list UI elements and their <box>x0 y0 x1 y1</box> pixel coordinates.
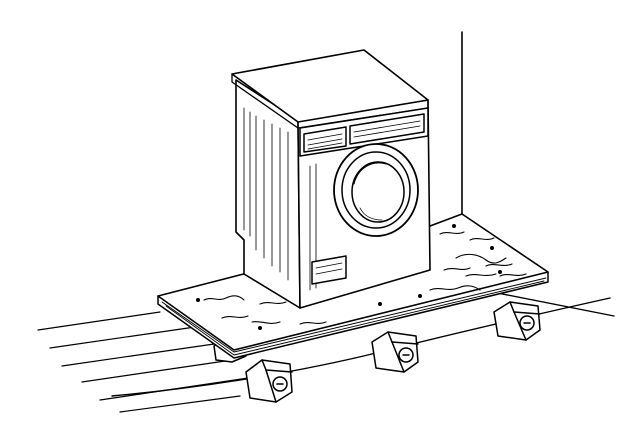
control-panel <box>299 107 429 157</box>
machine-door <box>333 143 419 237</box>
program-display <box>349 113 425 145</box>
detergent-drawer <box>303 126 347 153</box>
machine-side-shading <box>243 107 289 281</box>
board-screws <box>196 224 502 330</box>
wood-grain <box>203 231 527 325</box>
washing-machine <box>231 49 431 309</box>
service-panel <box>311 255 347 285</box>
support-block-front-middle <box>371 331 419 373</box>
support-block-front-left <box>245 359 293 403</box>
support-block-front-right <box>493 301 541 341</box>
